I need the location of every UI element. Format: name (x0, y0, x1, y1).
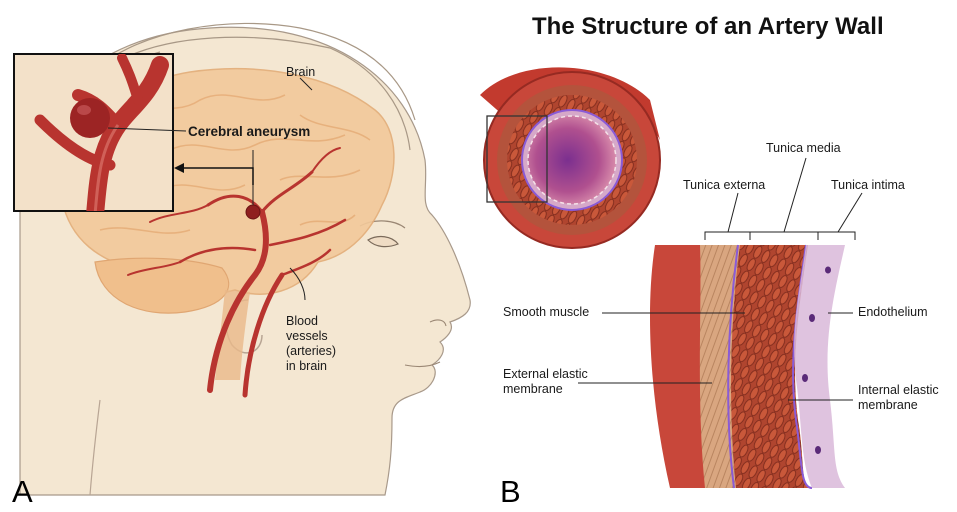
label-blood-vessels-1: Blood (286, 314, 318, 329)
panel-letter-b: B (500, 474, 521, 510)
label-internal-elastic-1: Internal elastic (858, 383, 939, 398)
label-blood-vessels-4: in brain (286, 359, 327, 374)
leader-intima (838, 193, 862, 232)
panel-a-illustration (14, 23, 470, 495)
diagram-title: The Structure of an Artery Wall (532, 13, 884, 41)
label-internal-elastic-2: membrane (858, 398, 918, 413)
label-blood-vessels-3: (arteries) (286, 344, 336, 359)
label-tunica-intima: Tunica intima (831, 178, 905, 193)
leader-media (784, 158, 806, 232)
panel-letter-a: A (12, 474, 33, 510)
bracket-intima (818, 232, 855, 240)
label-blood-vessels-2: vessels (286, 329, 328, 344)
panel-b-illustration (480, 67, 862, 488)
label-cerebral-aneurysm: Cerebral aneurysm (188, 124, 310, 139)
bracket-media (750, 232, 818, 240)
bracket-externa (705, 232, 750, 240)
leader-externa (728, 193, 738, 232)
label-endothelium: Endothelium (858, 305, 928, 320)
label-tunica-externa: Tunica externa (683, 178, 765, 193)
aneurysm-bulge (246, 205, 260, 219)
label-smooth-muscle: Smooth muscle (503, 305, 589, 320)
label-external-elastic-2: membrane (503, 382, 563, 397)
label-external-elastic-1: External elastic (503, 367, 588, 382)
artery-lumen (528, 116, 616, 204)
label-tunica-media: Tunica media (766, 141, 841, 156)
label-brain: Brain (286, 65, 315, 80)
